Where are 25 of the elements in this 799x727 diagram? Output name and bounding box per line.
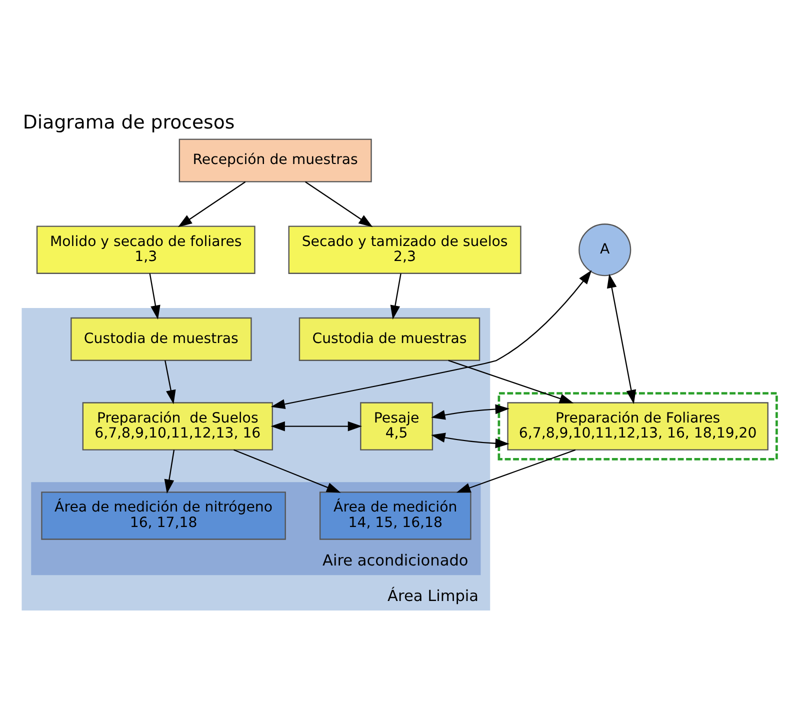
arrow [270, 270, 592, 408]
diagram-title: Diagrama de procesos [22, 112, 235, 133]
node-circle: A [578, 223, 632, 276]
node-box: Área de medición 14, 15, 16,18 [319, 491, 472, 540]
arrow [178, 180, 246, 227]
node-box: Pesaje 4,5 [360, 402, 434, 450]
arrow [164, 449, 175, 494]
arrow [448, 359, 574, 403]
arrow [456, 448, 576, 492]
node-box: Preparación de Suelos 6,7,8,9,10,11,12,13, 16 [82, 402, 273, 450]
node-box: Área de medición de nitrógeno 16, 17,18 [41, 491, 286, 540]
node-box: Recepción de muestras [178, 138, 372, 182]
node-box: Custodia de muestras [70, 316, 252, 360]
arrow [305, 180, 373, 227]
node-box: Custodia de muestras [298, 316, 480, 360]
arrow [164, 360, 176, 404]
arrow [270, 420, 362, 431]
node-box: Preparación de Foliares 6,7,8,9,10,11,12,13, 16, 18,19,20 [507, 402, 768, 450]
node-box: Molido y secado de foliares 1,3 [36, 225, 256, 274]
node-box: Secado y tamizado de suelos 2,3 [288, 225, 522, 274]
arrow [390, 272, 402, 320]
arrow [234, 448, 341, 492]
arrow [606, 273, 636, 404]
arrow [149, 272, 160, 320]
arrow [431, 404, 510, 448]
